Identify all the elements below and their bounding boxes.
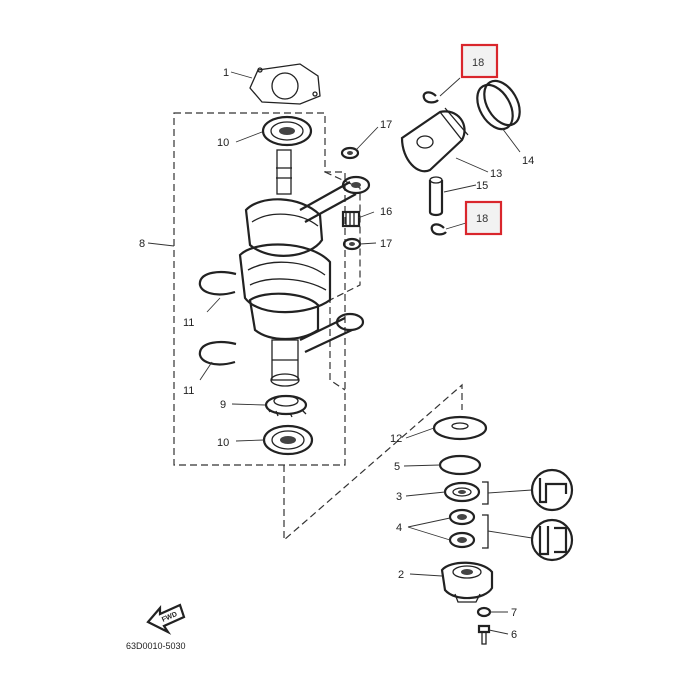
part-18-circlip-upper [422,91,439,104]
label-part-16: 16 [380,206,392,218]
seal-4-section-callout [482,514,574,562]
label-part-1: 1 [223,67,229,79]
label-part-17-upper: 17 [380,119,392,131]
label-part-8: 8 [139,238,145,250]
part-11-ring-upper [198,271,237,296]
fwd-arrow-icon: FWD [146,603,186,635]
part-11-ring-lower [198,341,237,366]
part-17-washer-upper [340,146,360,160]
part-3-seal [443,481,481,503]
part-10-lower-bearing [262,424,314,456]
label-part-7: 7 [511,607,517,619]
part-10-upper-bearing [261,115,313,147]
highlight-box-18-lower [464,200,503,236]
label-part-14: 14 [522,155,534,167]
part-13-piston [400,107,469,173]
part-9-gear [264,394,308,418]
label-part-10-upper: 10 [217,137,229,149]
label-part-11-lower: 11 [183,385,194,397]
connecting-rod-upper [299,175,371,223]
assembly-outline [173,112,346,466]
label-part-13: 13 [490,168,502,180]
label-part-17-lower: 17 [380,238,392,250]
highlight-box-18-upper [460,43,499,79]
label-part-5: 5 [394,461,400,473]
connecting-rod-lower [299,312,365,353]
label-part-12: 12 [390,433,402,445]
part-14-piston-rings [476,79,521,131]
part-12-washer [432,415,488,441]
label-part-3: 3 [396,491,402,503]
part-7-washer [476,606,492,618]
label-part-15: 15 [476,180,488,192]
lower-assembly-outline [283,383,463,542]
label-part-18-upper: 18 [472,57,484,69]
label-part-4: 4 [396,522,402,534]
part-17-washer-lower [342,237,362,251]
part-16-needle-bearing [341,210,361,228]
part-1-cover [249,63,321,105]
label-part-11-upper: 11 [183,317,194,329]
part-15-piston-pin [428,176,444,217]
label-part-9: 9 [220,399,226,411]
crankshaft [238,149,332,387]
part-4-seal-upper [448,508,476,526]
part-4-seal-lower [448,531,476,549]
part-6-bolt [477,624,491,645]
leader-lines [147,71,521,635]
label-part-2: 2 [398,569,404,581]
diagram-code: 63D0010-5030 [126,641,186,651]
label-part-6: 6 [511,629,517,641]
part-2-housing [440,561,494,603]
label-part-18-lower: 18 [476,213,488,225]
seal-3-section-callout [482,468,574,512]
label-part-10-lower: 10 [217,437,229,449]
part-5-o-ring [438,454,482,476]
part-18-circlip-lower [430,223,447,236]
